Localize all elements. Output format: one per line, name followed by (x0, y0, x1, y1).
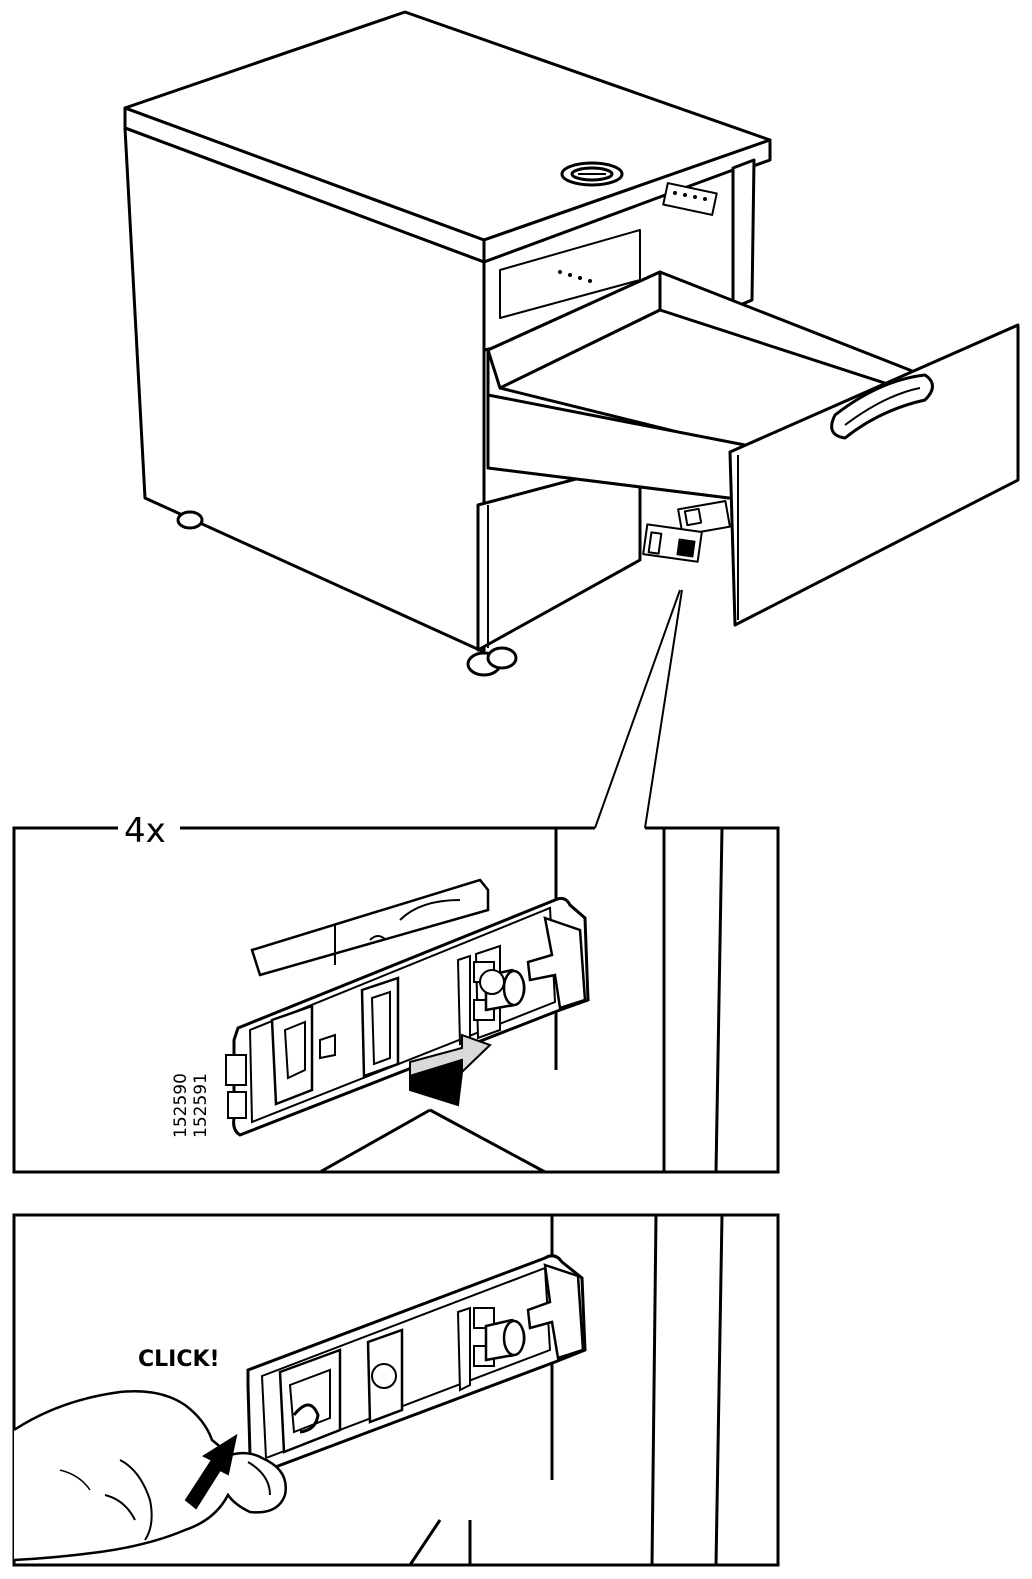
cabinet-top-side (482, 138, 772, 264)
detail-frame-2 (12, 1213, 780, 1567)
drawer-front-panel (728, 323, 1020, 627)
click-label: CLICK! (138, 1347, 220, 1372)
detail-panel-click: CLICK! (12, 1213, 780, 1567)
push-arrow (184, 1433, 238, 1510)
callout-lines (594, 589, 683, 829)
detail-frame-1 (12, 826, 780, 1174)
quantity-label: 4x (124, 811, 166, 851)
cabinet-right-edge (731, 158, 756, 310)
part-number-2: 152591 (191, 1073, 211, 1138)
caster-front-2 (486, 646, 518, 670)
lower-drawer-front (476, 460, 642, 652)
drawer-cabinet (123, 10, 1020, 677)
caster-left (176, 510, 204, 530)
detail-panel-insert: 4x (12, 811, 780, 1174)
part-number-1: 152590 (171, 1073, 191, 1138)
insert-arrow (409, 1033, 492, 1107)
hand-illustration (13, 1390, 287, 1562)
